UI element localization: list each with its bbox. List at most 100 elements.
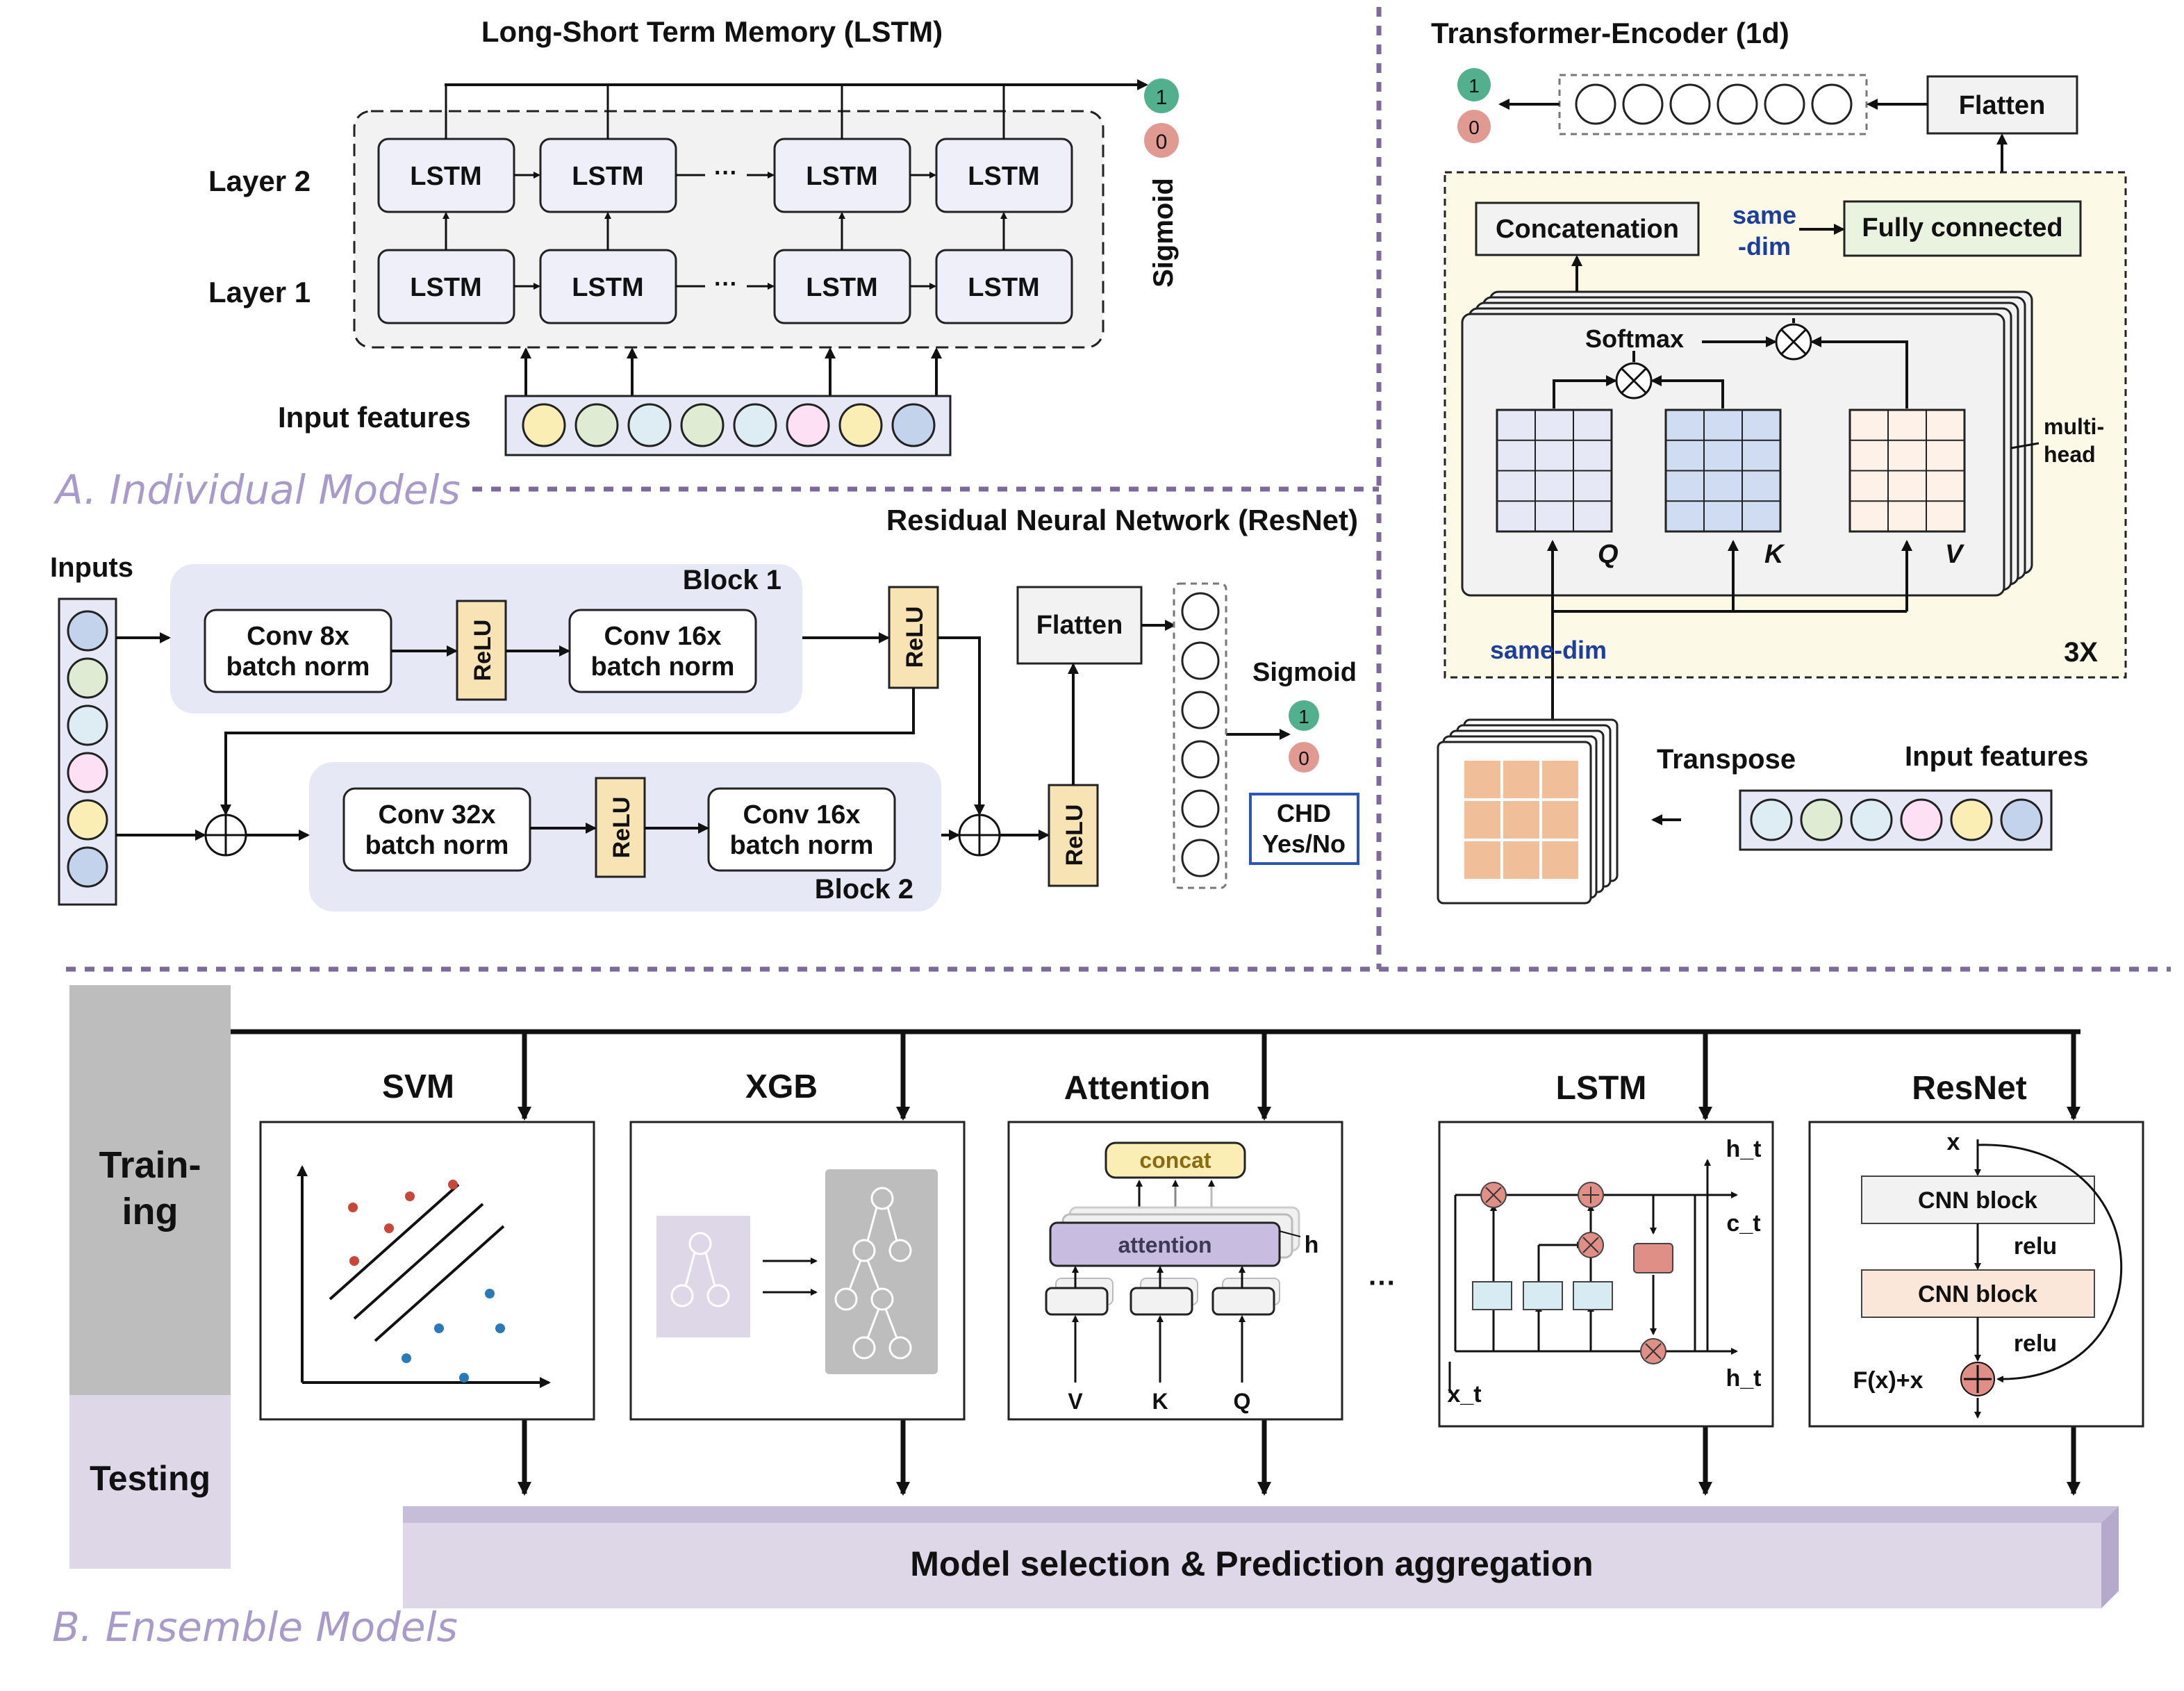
svg-text:Concatenation: Concatenation xyxy=(1496,215,1679,244)
resnet-panel: Residual Neural Network (ResNet) Inputs … xyxy=(50,504,1359,912)
lstm-gate xyxy=(1573,1281,1613,1310)
resnet-inputs-label: Inputs xyxy=(50,552,133,583)
feature-node xyxy=(1764,83,1805,125)
q-label: Q xyxy=(1598,540,1619,569)
lstm-cell-operators xyxy=(1480,1182,1666,1364)
feature-node xyxy=(1575,83,1616,125)
lstm-model-title: LSTM xyxy=(1556,1070,1647,1107)
relu-label: relu xyxy=(2014,1330,2057,1357)
attention-input-block xyxy=(1045,1287,1109,1316)
svg-text:Fully connected: Fully connected xyxy=(1862,213,2062,242)
svg-text:LSTM: LSTM xyxy=(572,273,643,302)
svg-text:LSTM: LSTM xyxy=(968,162,1039,191)
feature-node xyxy=(67,657,108,699)
lstm-input-nodes xyxy=(522,403,936,447)
svg-text:Conv 32x: Conv 32x xyxy=(379,800,496,830)
relu-label: relu xyxy=(2014,1233,2057,1260)
h-label: h xyxy=(1305,1232,1319,1258)
lstm-panel: Long-Short Term Memory (LSTM) Layer 2 La… xyxy=(208,15,1179,456)
lstm-cell: LSTM xyxy=(539,138,677,213)
feature-node xyxy=(67,846,108,888)
resnet-sigmoid-label: Sigmoid xyxy=(1252,658,1357,687)
xgb-title: XGB xyxy=(745,1069,818,1105)
feature-node xyxy=(1750,798,1793,841)
svm-point xyxy=(349,1256,359,1266)
svg-text:ReLU: ReLU xyxy=(1061,805,1088,866)
add-node xyxy=(958,814,1001,857)
transformer-panel: Transformer-Encoder (1d) 1 0 Flatten Con… xyxy=(1431,17,2127,905)
transformer-input-features-label: Input features xyxy=(1905,741,2088,772)
svg-text:concat: concat xyxy=(1139,1148,1211,1173)
output-0-label: 0 xyxy=(1156,131,1168,154)
lstm-input-vector xyxy=(504,395,952,456)
feature-node xyxy=(67,704,108,746)
fx-label: F(x)+x xyxy=(1853,1367,1923,1394)
aggregation-bar-side xyxy=(2101,1506,2119,1608)
svg-text:Conv 16x: Conv 16x xyxy=(604,622,722,651)
feature-node xyxy=(680,403,725,447)
lstm-cell: LSTM xyxy=(935,138,1073,213)
arrow xyxy=(2010,442,2040,449)
concat-box: concat xyxy=(1105,1141,1246,1179)
multiply-node xyxy=(1615,362,1653,399)
add-node xyxy=(1960,1362,1995,1396)
lstm-tanh-gate xyxy=(1633,1243,1673,1273)
section-b-label: B. Ensemble Models xyxy=(52,1603,458,1651)
lstm-gate xyxy=(1472,1281,1512,1310)
feature-node xyxy=(733,403,777,447)
transformer-flatten-nodes xyxy=(1575,83,1853,125)
lstm-cell: LSTM xyxy=(935,249,1073,324)
svg-text:ReLU: ReLU xyxy=(609,797,635,859)
xgb-tree-graphics xyxy=(670,1187,912,1360)
transformer-connectors xyxy=(1498,99,2008,172)
matrix-cell xyxy=(1542,801,1578,839)
resnet-flatten-nodes xyxy=(1181,592,1220,877)
feature-node xyxy=(1181,789,1220,828)
svm-point xyxy=(459,1373,469,1383)
feature-node xyxy=(574,403,619,447)
block2-label: Block 2 xyxy=(815,874,913,905)
layer1-label: Layer 1 xyxy=(208,276,311,308)
transformer-input-nodes xyxy=(1750,798,2043,841)
svg-text:Conv 8x: Conv 8x xyxy=(247,622,349,651)
ensemble-bus xyxy=(231,1029,2080,1496)
xgb-arrows xyxy=(763,1257,818,1296)
resnet-flatten-box: Flatten xyxy=(1016,586,1143,665)
svm-title: SVM xyxy=(382,1069,454,1105)
svg-text:ReLU: ReLU xyxy=(470,620,496,682)
resnet-title: Residual Neural Network (ResNet) xyxy=(886,504,1358,536)
matrix-cell xyxy=(1503,801,1539,839)
transformer-flatten-box: Flatten xyxy=(1926,75,2078,135)
relu-box: ReLU xyxy=(888,586,939,689)
lstm-title: Long-Short Term Memory (LSTM) xyxy=(481,15,943,48)
svm-point xyxy=(405,1191,415,1201)
attention-layer xyxy=(1049,1221,1281,1267)
feature-node xyxy=(1900,798,1943,841)
attention-layer-label: attention xyxy=(1118,1232,1211,1257)
matrix-cell xyxy=(1464,841,1500,879)
svg-text:Yes/No: Yes/No xyxy=(1262,830,1346,858)
block1-label: Block 1 xyxy=(683,565,781,595)
svg-text:batch norm: batch norm xyxy=(226,652,370,682)
lstm-cell: LSTM xyxy=(773,138,911,213)
lstm-input-features-label: Input features xyxy=(278,401,471,434)
testing-label: Testing xyxy=(90,1459,210,1498)
transpose-label: Transpose xyxy=(1657,744,1796,775)
lstm-model-box xyxy=(1438,1121,1774,1428)
svg-text:CNN block: CNN block xyxy=(1918,1281,2037,1308)
models-ellipsis: ··· xyxy=(1368,1268,1396,1298)
feature-node xyxy=(2000,798,2043,841)
svg-text:Conv 16x: Conv 16x xyxy=(743,800,861,830)
resnet-model-wires xyxy=(1974,1139,2122,1419)
cnn-block: CNN block xyxy=(1861,1176,2095,1224)
svm-point xyxy=(384,1223,394,1233)
feature-node xyxy=(786,403,830,447)
training-bar xyxy=(69,985,231,1395)
feature-node xyxy=(1950,798,1993,841)
svg-text:ReLU: ReLU xyxy=(902,607,928,668)
arrow xyxy=(1279,1230,1301,1237)
feature-node xyxy=(838,403,883,447)
